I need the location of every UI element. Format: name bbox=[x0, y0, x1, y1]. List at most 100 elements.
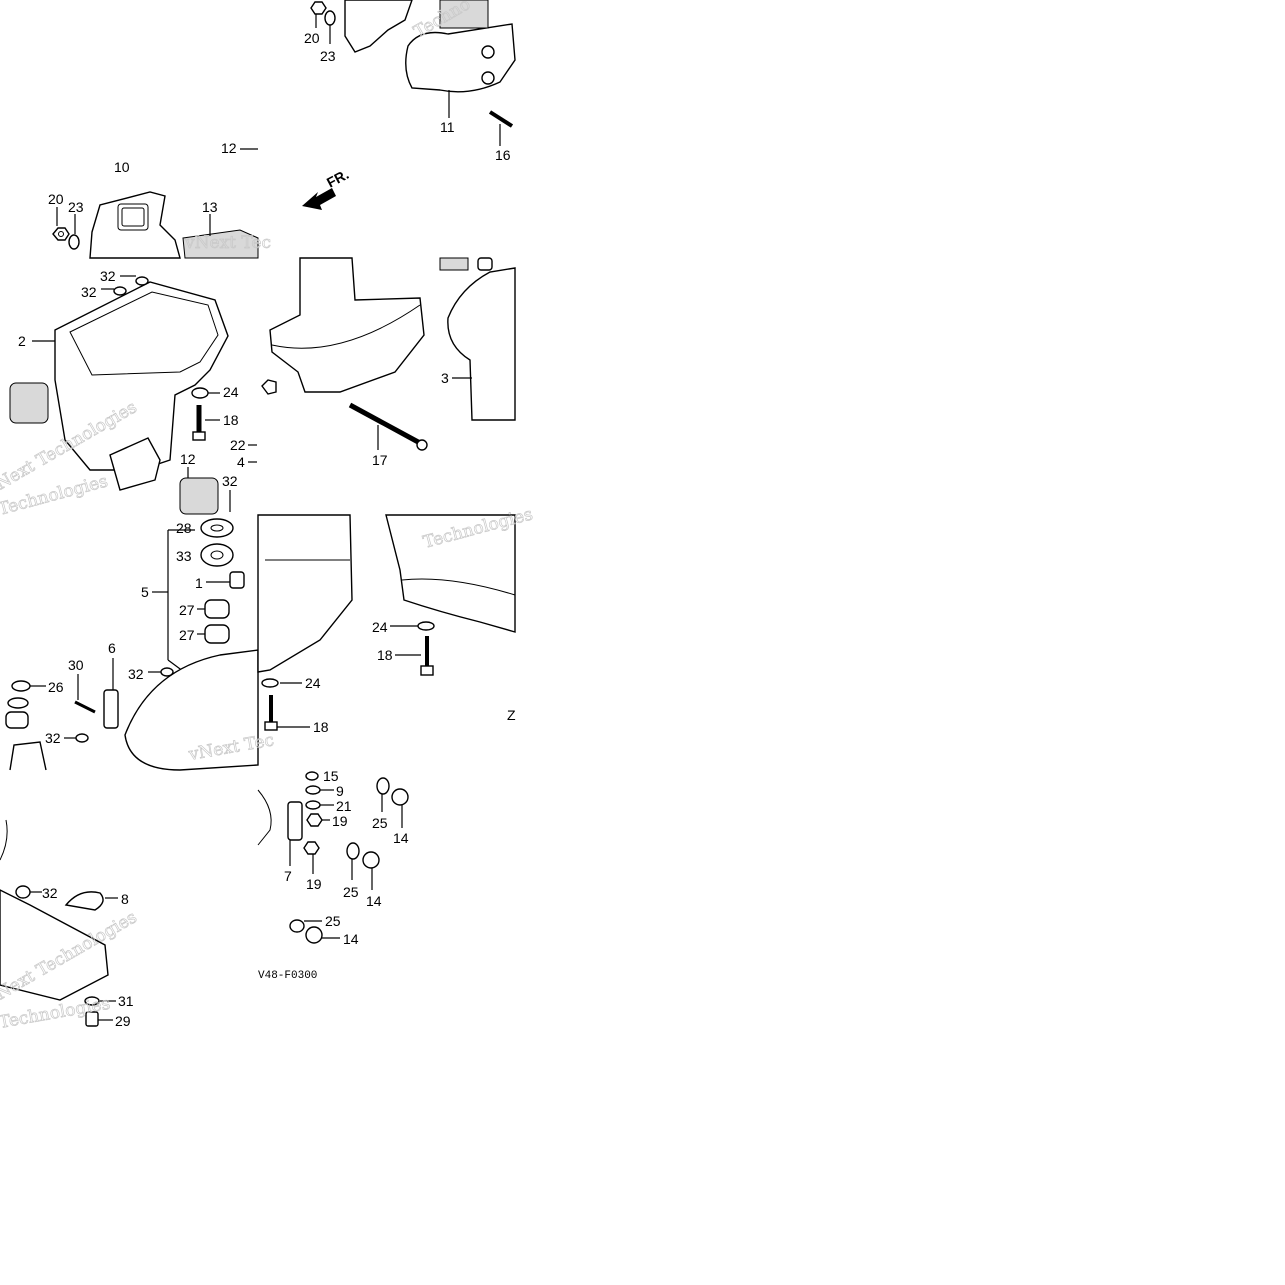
washer-24-mid bbox=[191, 387, 209, 399]
seal-28 bbox=[200, 518, 234, 538]
washer-23-lower bbox=[68, 234, 80, 250]
callout-7: 7 bbox=[284, 868, 292, 884]
front-arrow-icon bbox=[302, 188, 336, 210]
callout-14-c: 14 bbox=[343, 931, 359, 947]
watermark-4: vNext Tec bbox=[184, 233, 271, 253]
seal-28-hole bbox=[210, 524, 224, 532]
collar-32-f bbox=[15, 885, 31, 899]
callout-11: 11 bbox=[440, 119, 455, 135]
nut-20-lower-hole bbox=[58, 231, 64, 237]
anti-cavitation-plate bbox=[0, 889, 109, 1001]
callout-21: 21 bbox=[336, 798, 352, 814]
washer-24-right bbox=[417, 621, 435, 631]
bolt-18-low-head bbox=[264, 721, 278, 731]
tile-extension-case bbox=[261, 257, 516, 451]
callout-z: Z bbox=[507, 707, 516, 723]
washer-21 bbox=[305, 800, 321, 810]
screw-30 bbox=[74, 700, 96, 714]
callout-22: 22 bbox=[230, 437, 246, 453]
collar-32-e bbox=[75, 733, 89, 743]
pad-top-right bbox=[439, 257, 469, 271]
callout-18-right: 18 bbox=[377, 647, 393, 663]
callout-8: 8 bbox=[121, 891, 129, 907]
callout-3: 3 bbox=[441, 370, 449, 386]
bolt-head-left bbox=[261, 379, 277, 395]
callout-10: 10 bbox=[114, 159, 130, 175]
bolt-18-mid-head bbox=[192, 431, 206, 441]
nut-20-lower bbox=[52, 227, 70, 241]
callout-32-c: 32 bbox=[222, 473, 238, 489]
skeg-housing bbox=[385, 514, 516, 633]
upper-bracket bbox=[344, 0, 413, 53]
part-2-rim bbox=[69, 291, 219, 376]
bearing-33 bbox=[200, 543, 234, 567]
collar-32-d bbox=[160, 667, 174, 677]
washer-left bbox=[7, 697, 29, 709]
bolt-29 bbox=[85, 1011, 99, 1027]
front-marker: FR. bbox=[324, 166, 351, 191]
upper-rubber-mount bbox=[439, 0, 489, 29]
callout-28: 28 bbox=[176, 520, 192, 536]
callout-25-c: 25 bbox=[325, 913, 341, 929]
nut-19-a bbox=[306, 813, 323, 827]
callout-9: 9 bbox=[336, 783, 344, 799]
bolt-16 bbox=[488, 110, 514, 128]
collar-32-b bbox=[135, 276, 149, 286]
part-2-oil-case bbox=[54, 281, 229, 471]
callout-17: 17 bbox=[372, 452, 388, 468]
washer-31 bbox=[84, 996, 100, 1006]
callout-20-lower: 20 bbox=[48, 191, 64, 207]
callout-29: 29 bbox=[115, 1013, 131, 1029]
callout-20-upper: 20 bbox=[304, 30, 320, 46]
callout-32-a: 32 bbox=[81, 284, 97, 300]
housing-edge bbox=[257, 789, 272, 846]
callout-24-low: 24 bbox=[305, 675, 321, 691]
part-11-bolt-hole-a bbox=[481, 45, 495, 59]
tile-gear-case bbox=[5, 518, 259, 771]
washer-25-a bbox=[376, 777, 390, 795]
callout-4: 4 bbox=[237, 454, 245, 470]
strainer-6 bbox=[103, 689, 119, 729]
tile-upper-mount bbox=[52, 0, 516, 259]
collar-32-a bbox=[113, 286, 127, 296]
washer-24-low bbox=[261, 678, 279, 688]
callout-32-e: 32 bbox=[45, 730, 61, 746]
lower-case-body bbox=[257, 514, 353, 673]
gear-case-lower bbox=[124, 649, 259, 771]
bearing-27-a bbox=[204, 599, 230, 619]
extension-case-ridge bbox=[271, 304, 421, 349]
nut-20-upper bbox=[310, 1, 327, 15]
callout-15: 15 bbox=[323, 768, 339, 784]
callout-19-a: 19 bbox=[332, 813, 348, 829]
callout-13: 13 bbox=[202, 199, 218, 215]
mount-bracket bbox=[109, 437, 161, 491]
diagram-reference-code: V48-F0300 bbox=[258, 970, 317, 982]
part-11-bolt-hole-b bbox=[481, 71, 495, 85]
part-10-window-inner bbox=[121, 207, 145, 227]
callout-25-a: 25 bbox=[372, 815, 388, 831]
callout-32-d: 32 bbox=[128, 666, 144, 682]
housing-left bbox=[9, 741, 47, 771]
part-13-pad bbox=[182, 229, 259, 259]
callout-27-a: 27 bbox=[179, 602, 195, 618]
bolt-18-right-head bbox=[420, 665, 434, 676]
left-mount-pad bbox=[9, 382, 49, 424]
washer-23-upper bbox=[324, 10, 336, 26]
extension-case bbox=[269, 257, 425, 393]
callout-25-b: 25 bbox=[343, 884, 359, 900]
skeg-ridge bbox=[401, 578, 516, 596]
callout-33: 33 bbox=[176, 548, 192, 564]
callout-30: 30 bbox=[68, 657, 84, 673]
bearing-left bbox=[5, 711, 29, 729]
callout-14-b: 14 bbox=[366, 893, 382, 909]
callout-18-low: 18 bbox=[313, 719, 329, 735]
callout-5: 5 bbox=[141, 584, 149, 600]
callout-18-mid: 18 bbox=[223, 412, 239, 428]
callout-32-b: 32 bbox=[100, 268, 116, 284]
part-10-bracket bbox=[89, 191, 181, 259]
collar-top-right bbox=[477, 257, 493, 271]
callout-23-lower: 23 bbox=[68, 199, 84, 215]
callout-31: 31 bbox=[118, 993, 134, 1009]
collar-9 bbox=[305, 785, 321, 795]
bolt-17 bbox=[348, 402, 422, 446]
